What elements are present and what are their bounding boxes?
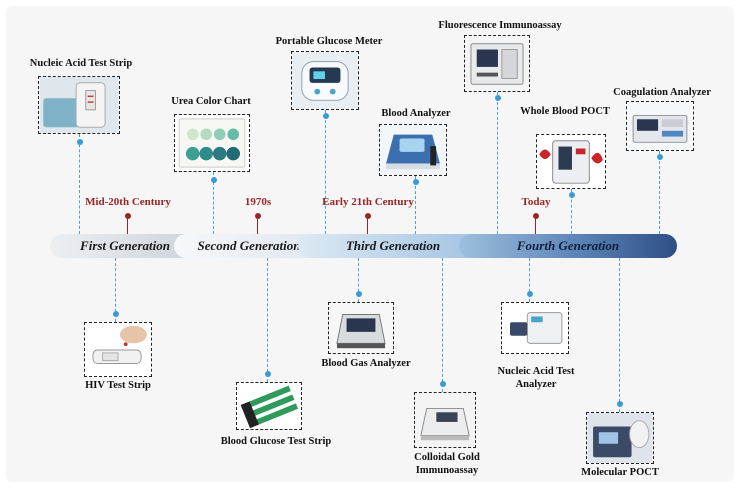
blood-analyzer-icon bbox=[380, 125, 446, 175]
device-label-blood-glucose-strip: Blood Glucose Test Strip bbox=[220, 436, 332, 447]
era-pin-stem bbox=[127, 218, 128, 234]
generation-fourth: Fourth Generation bbox=[459, 234, 677, 258]
era-label-1970s: 1970s bbox=[244, 196, 272, 208]
device-label-coagulation: Coagulation Analyzer bbox=[613, 87, 711, 98]
device-image-glucose-meter bbox=[291, 51, 359, 110]
connector-dot bbox=[356, 291, 362, 297]
device-image-molecular-poct bbox=[586, 412, 654, 464]
device-image-colloidal-gold bbox=[414, 392, 476, 448]
connector-molecular-poct bbox=[619, 258, 620, 412]
device-label-blood-gas: Blood Gas Analyzer bbox=[321, 358, 411, 369]
device-label-nucleic-acid-strip: Nucleic Acid Test Strip bbox=[29, 58, 133, 69]
connector-fluorescence bbox=[497, 92, 498, 234]
device-image-hiv-strip bbox=[84, 322, 152, 377]
connector-nucleic-acid-analyzer bbox=[529, 258, 530, 302]
connector-dot bbox=[495, 95, 501, 101]
device-label-whole-blood: Whole Blood POCT bbox=[520, 106, 610, 117]
device-label-glucose-meter: Portable Glucose Meter bbox=[275, 36, 383, 47]
connector-dot bbox=[211, 177, 217, 183]
era-pin bbox=[125, 213, 131, 219]
colloidal-gold-reader-icon bbox=[415, 393, 475, 447]
device-label-nucleic-acid-analyzer: Nucleic Acid Test Analyzer bbox=[497, 366, 575, 390]
coagulation-analyzer-icon bbox=[627, 102, 693, 150]
connector-blood-analyzer bbox=[415, 176, 416, 234]
connector-dot bbox=[527, 291, 533, 297]
device-image-blood-gas bbox=[328, 302, 394, 354]
generation-third: Third Generation bbox=[298, 234, 488, 258]
color-chart-icon bbox=[175, 115, 249, 171]
molecular-poct-icon bbox=[587, 413, 653, 463]
connector-whole-blood bbox=[571, 189, 572, 234]
era-label-early-21st: Early 21th Century bbox=[322, 196, 414, 208]
device-label-urea-chart: Urea Color Chart bbox=[171, 96, 251, 107]
connector-dot bbox=[617, 401, 623, 407]
glucose-meter-icon bbox=[292, 52, 358, 109]
connector-coagulation bbox=[659, 151, 660, 234]
hiv-strip-icon bbox=[85, 323, 151, 376]
test-strip-photo-icon bbox=[39, 77, 119, 133]
era-pin bbox=[365, 213, 371, 219]
whole-blood-analyzer-icon bbox=[537, 135, 605, 188]
device-label-hiv-strip: HIV Test Strip bbox=[85, 380, 151, 391]
connector-dot bbox=[440, 381, 446, 387]
device-image-nucleic-acid-analyzer bbox=[501, 302, 569, 354]
nucleic-acid-analyzer-icon bbox=[502, 303, 568, 353]
era-pin bbox=[533, 213, 539, 219]
connector-glucose-meter bbox=[325, 110, 326, 234]
connector-dot bbox=[77, 139, 83, 145]
device-image-nucleic-acid-strip bbox=[38, 76, 120, 134]
era-pin-stem bbox=[257, 218, 258, 234]
connector-blood-gas bbox=[358, 258, 359, 302]
connector-dot bbox=[413, 179, 419, 185]
era-pin-stem bbox=[535, 218, 536, 234]
fluorescence-analyzer-icon bbox=[465, 36, 529, 91]
connector-dot bbox=[569, 192, 575, 198]
era-label-mid-20th: Mid-20th Century bbox=[85, 196, 171, 208]
timeline-diagram: Mid-20th Century 1970s Early 21th Centur… bbox=[6, 6, 734, 482]
device-image-blood-glucose-strip bbox=[236, 382, 302, 430]
device-image-coagulation bbox=[626, 101, 694, 151]
device-image-whole-blood bbox=[536, 134, 606, 189]
device-image-fluorescence bbox=[464, 35, 530, 92]
connector-urea-chart bbox=[213, 172, 214, 234]
device-label-blood-analyzer: Blood Analyzer bbox=[381, 108, 451, 119]
glucose-strip-icon bbox=[237, 383, 301, 429]
device-image-blood-analyzer bbox=[379, 124, 447, 176]
connector-colloidal-gold bbox=[442, 258, 443, 392]
connector-dot bbox=[113, 311, 119, 317]
connector-blood-glucose-strip bbox=[267, 258, 268, 382]
device-label-colloidal-gold: Colloidal Gold Immunoassay bbox=[414, 452, 480, 476]
connector-nucleic-acid-strip bbox=[79, 134, 80, 234]
era-pin bbox=[255, 213, 261, 219]
connector-hiv-strip bbox=[115, 258, 116, 322]
device-image-urea-chart bbox=[174, 114, 250, 172]
connector-dot bbox=[657, 154, 663, 160]
era-label-today: Today bbox=[521, 196, 551, 208]
device-label-molecular-poct: Molecular POCT bbox=[581, 467, 659, 478]
device-label-fluorescence: Fluorescence Immunoassay bbox=[438, 20, 562, 31]
connector-dot bbox=[265, 371, 271, 377]
era-pin-stem bbox=[367, 218, 368, 234]
connector-dot bbox=[323, 113, 329, 119]
blood-gas-analyzer-icon bbox=[329, 303, 393, 353]
